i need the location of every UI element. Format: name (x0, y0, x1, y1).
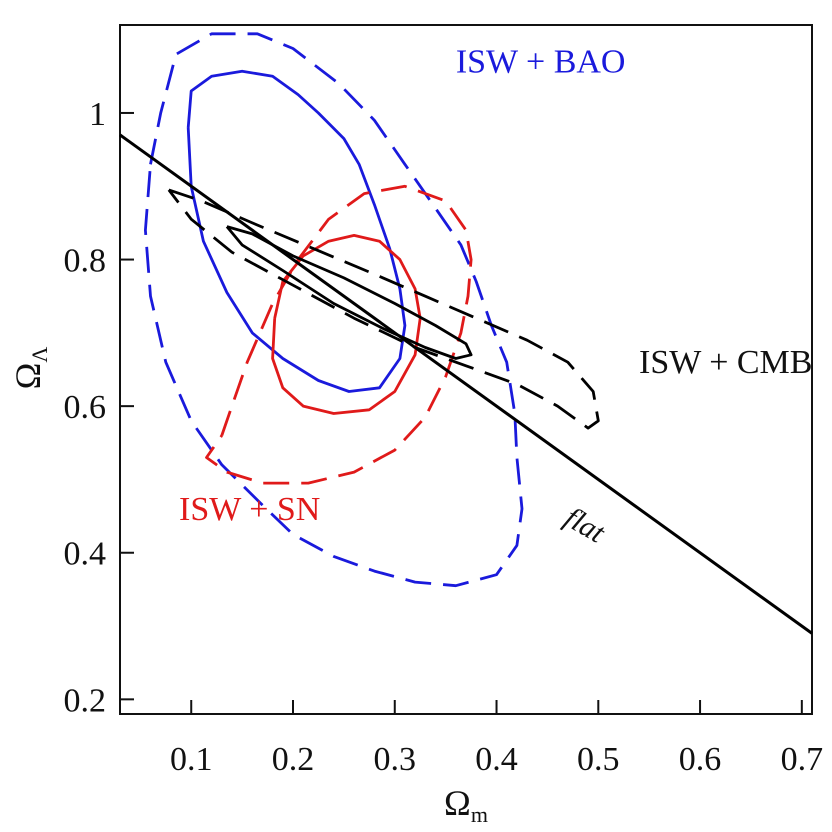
contour-isw_cmb-2sigma (167, 188, 600, 430)
y-tick-label: 0.4 (64, 536, 107, 573)
x-tick-label: 0.6 (679, 741, 722, 778)
x-tick-label: 0.2 (272, 741, 315, 778)
contours-layer (119, 32, 813, 635)
ticks-layer: 0.1 0.2 0.3 0.4 0.5 0.6 0.7 0.2 0.4 0.6 0.8 1 (64, 96, 824, 778)
contour-isw_bao-1sigma (186, 69, 407, 393)
annotations-layer: ISW + BAO ISW + CMB ISW + SN flat (179, 44, 812, 550)
x-axis-label-sub: m (471, 802, 488, 827)
x-tick-label: 0.1 (170, 741, 213, 778)
contour-flat-line (119, 133, 813, 635)
annotation-label: ISW + SN (179, 491, 320, 528)
y-axis-label-sub: Λ (27, 347, 52, 363)
x-tick-label: 0.4 (475, 741, 518, 778)
annotation-label: flat (559, 501, 611, 550)
x-axis-label-main: Ω (444, 783, 471, 823)
y-tick-label: 0.8 (64, 243, 107, 280)
plot-frame (119, 24, 813, 715)
y-tick-label: 1 (89, 96, 106, 133)
contour-isw_bao-2sigma (144, 32, 524, 588)
x-tick-label: 0.3 (374, 741, 417, 778)
annotation-label: ISW + BAO (456, 44, 626, 81)
y-tick-label: 0.2 (64, 682, 107, 719)
x-axis-label: Ωm (444, 783, 488, 827)
x-tick-label: 0.7 (781, 741, 824, 778)
y-tick-label: 0.6 (64, 389, 107, 426)
contour-isw_cmb-1sigma (225, 225, 473, 360)
x-tick-label: 0.5 (577, 741, 620, 778)
annotation-label: ISW + CMB (639, 344, 812, 381)
y-axis-label-main: Ω (8, 363, 48, 390)
y-axis-label: ΩΛ (8, 347, 52, 390)
